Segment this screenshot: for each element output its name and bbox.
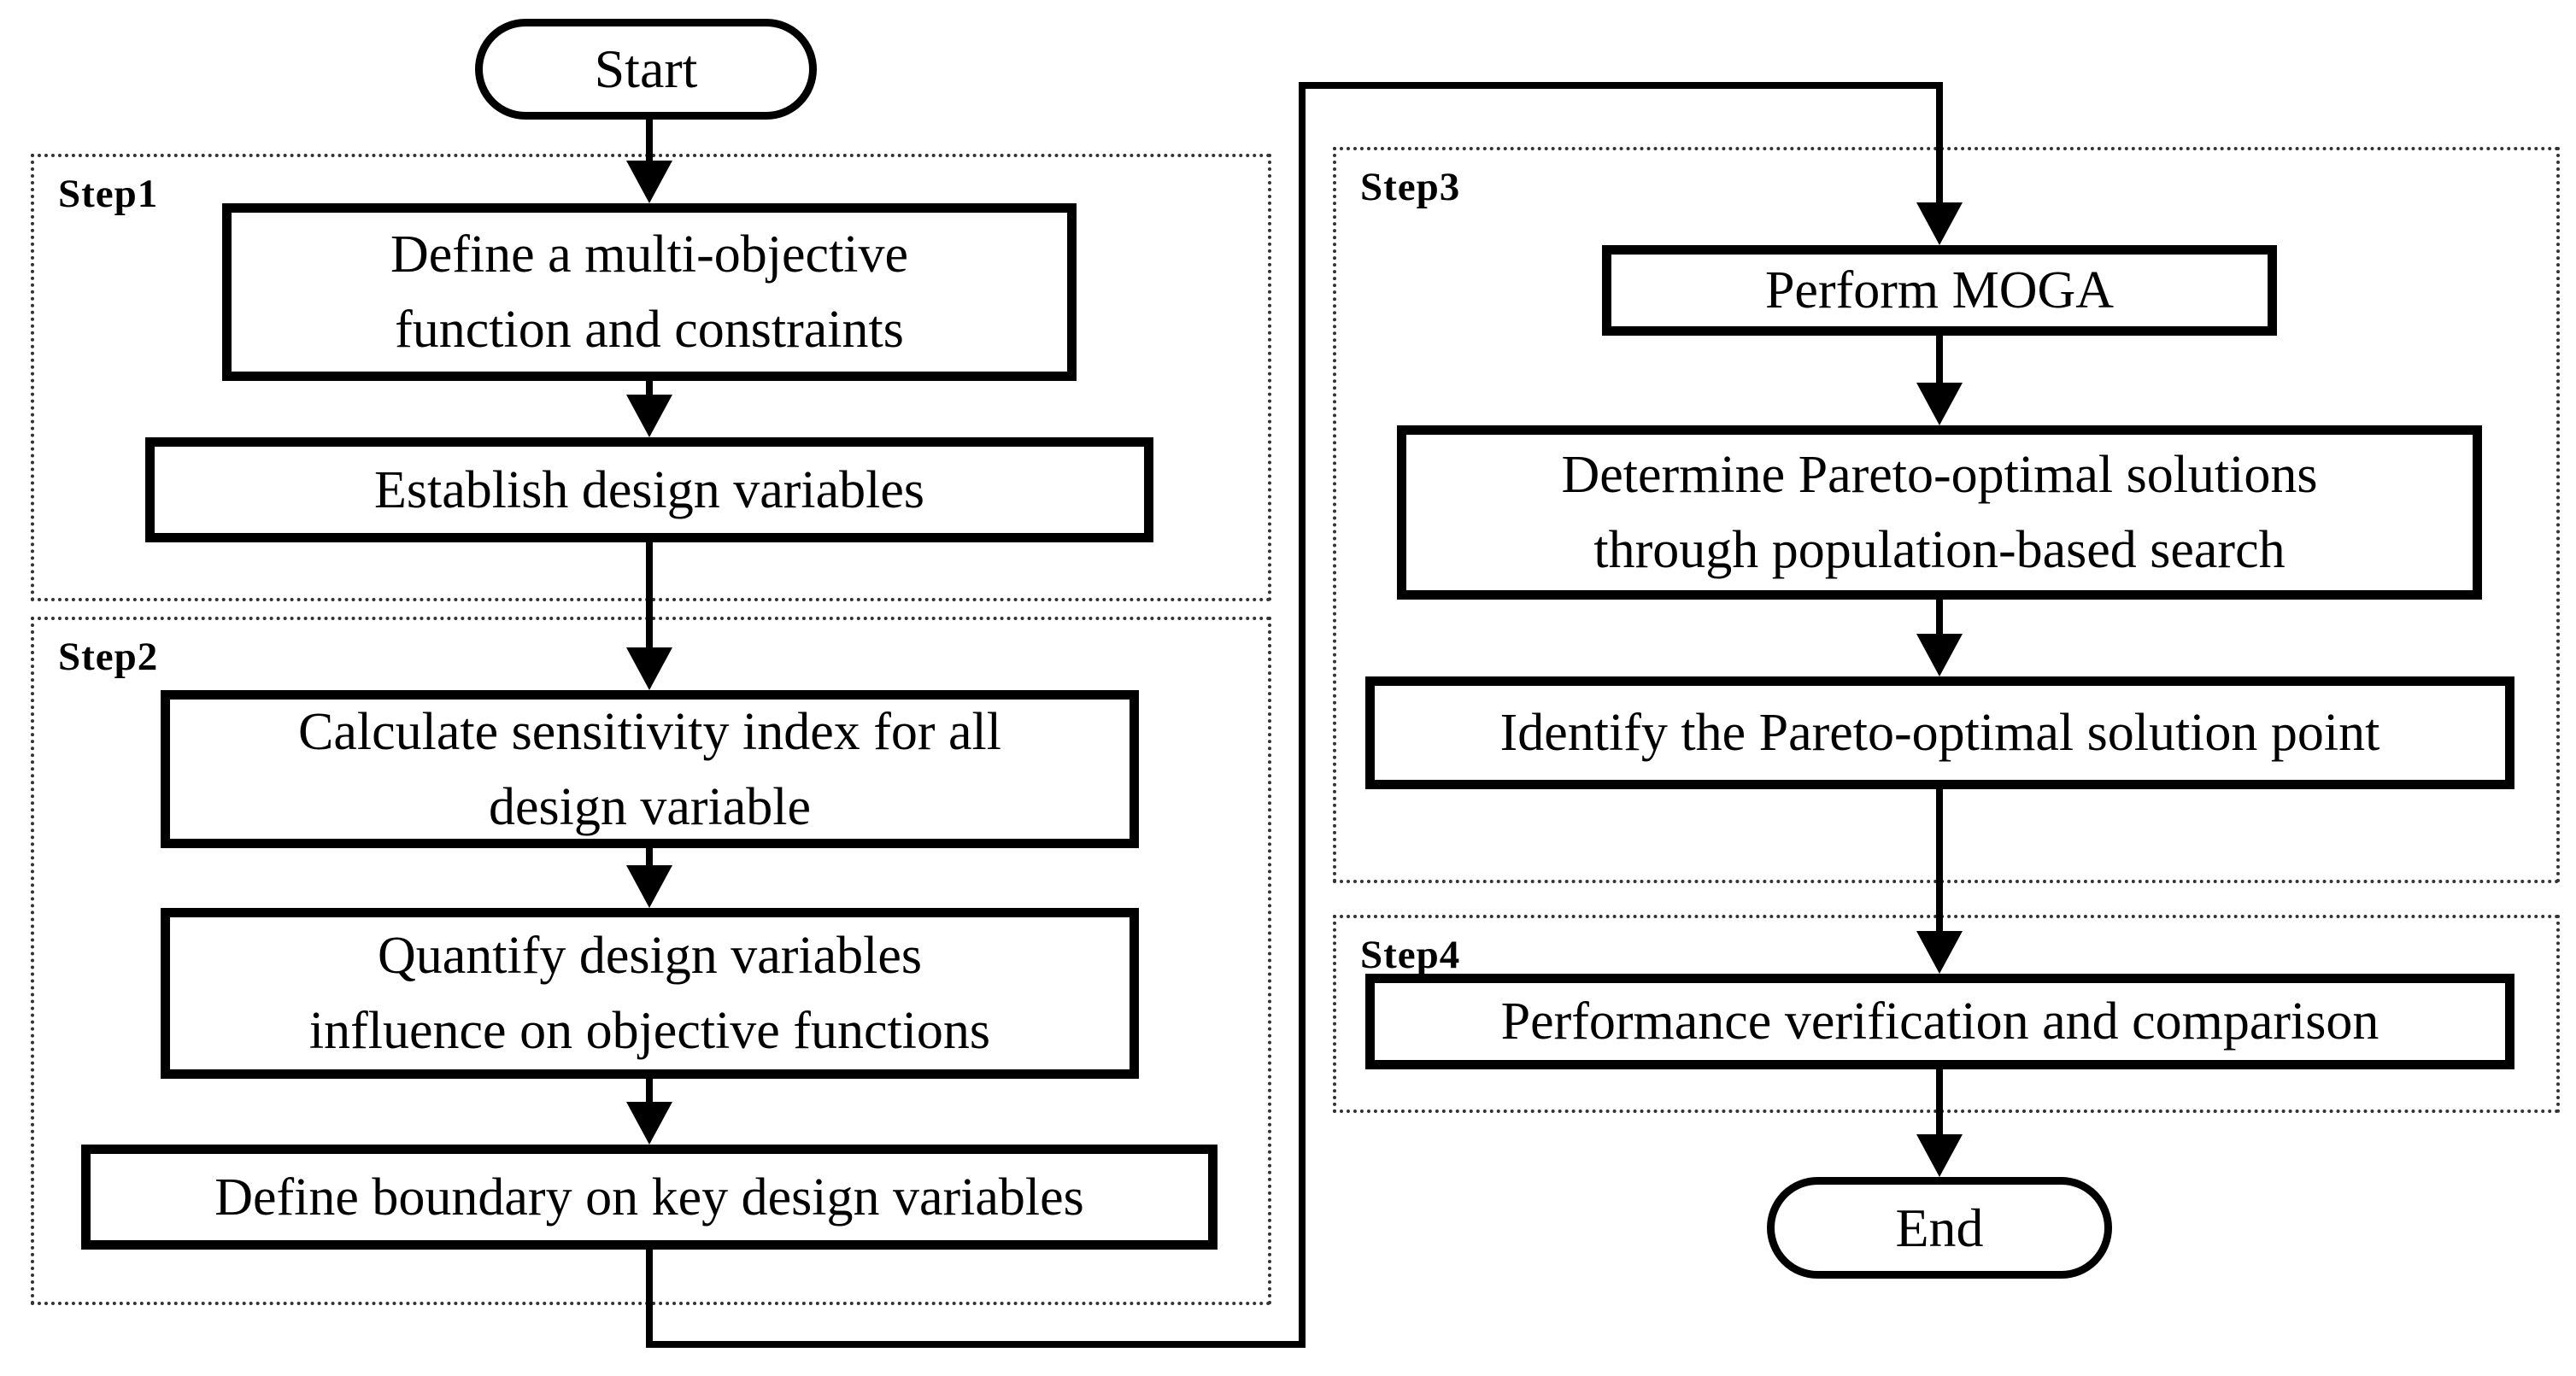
arrow-down-icon xyxy=(626,865,672,908)
step4-group: Step4 xyxy=(1333,915,2560,1113)
flow-line xyxy=(646,1079,653,1104)
flow-line xyxy=(646,1250,653,1348)
box-text-line: Perform MOGA xyxy=(1764,261,2115,319)
box-text-line: Identify the Pareto-optimal solution poi… xyxy=(1499,704,2380,762)
arrow-down-icon xyxy=(626,647,672,690)
box-text-line: design variable xyxy=(488,777,812,836)
box-text-line: through population-based search xyxy=(1593,521,2286,579)
calculate-sensitivity-box: Calculate sensitivity index for all desi… xyxy=(161,690,1139,848)
arrow-down-icon xyxy=(626,161,672,203)
box-text-line: influence on objective functions xyxy=(308,1002,991,1060)
perform-moga-box: Perform MOGA xyxy=(1602,245,2277,336)
define-boundary-box: Define boundary on key design variables xyxy=(81,1145,1218,1250)
arrow-down-icon xyxy=(1916,634,1963,676)
flow-line xyxy=(1936,789,1943,934)
determine-pareto-box: Determine Pareto-optimal solutions throu… xyxy=(1397,425,2482,600)
flow-line xyxy=(646,1341,1306,1348)
step2-label: Step2 xyxy=(58,635,159,679)
flow-line xyxy=(1936,336,1943,387)
box-text-line: function and constraints xyxy=(395,301,904,359)
flow-line xyxy=(646,542,653,652)
define-objective-box: Define a multi-objective function and co… xyxy=(222,203,1077,381)
establish-variables-box: Establish design variables xyxy=(145,437,1153,542)
box-text-line: Define boundary on key design variables xyxy=(214,1168,1084,1227)
start-terminal: Start xyxy=(475,19,817,120)
end-terminal-label: End xyxy=(1895,1197,1984,1258)
step3-label: Step3 xyxy=(1360,165,1461,209)
arrow-down-icon xyxy=(1916,202,1963,245)
flow-line xyxy=(1936,82,1943,206)
flow-line xyxy=(646,381,653,398)
step1-label: Step1 xyxy=(58,172,159,216)
step3-group: Step3 xyxy=(1333,147,2560,883)
box-text-line: Determine Pareto-optimal solutions xyxy=(1561,446,2318,504)
arrow-down-icon xyxy=(1916,383,1963,425)
box-text-line: Calculate sensitivity index for all xyxy=(297,702,1001,761)
flow-line xyxy=(646,848,653,869)
flow-line xyxy=(1936,1069,1943,1138)
flow-line xyxy=(1299,82,1943,89)
identify-pareto-box: Identify the Pareto-optimal solution poi… xyxy=(1365,676,2514,789)
flow-line xyxy=(1299,82,1306,1348)
box-text-line: Define a multi-objective xyxy=(390,225,908,284)
end-terminal: End xyxy=(1767,1177,2112,1279)
step4-label: Step4 xyxy=(1360,933,1461,977)
arrow-down-icon xyxy=(1916,1134,1963,1177)
arrow-down-icon xyxy=(626,395,672,437)
flow-line xyxy=(646,119,653,163)
box-text-line: Establish design variables xyxy=(374,460,924,519)
box-text-line: Quantify design variables xyxy=(377,927,923,985)
arrow-down-icon xyxy=(626,1102,672,1145)
flow-line xyxy=(1936,600,1943,638)
box-text-line: Performance verification and comparison xyxy=(1500,992,2379,1051)
performance-verification-box: Performance verification and comparison xyxy=(1365,974,2514,1069)
start-terminal-label: Start xyxy=(594,38,698,99)
arrow-down-icon xyxy=(1916,931,1963,974)
quantify-influence-box: Quantify design variables influence on o… xyxy=(161,908,1139,1079)
